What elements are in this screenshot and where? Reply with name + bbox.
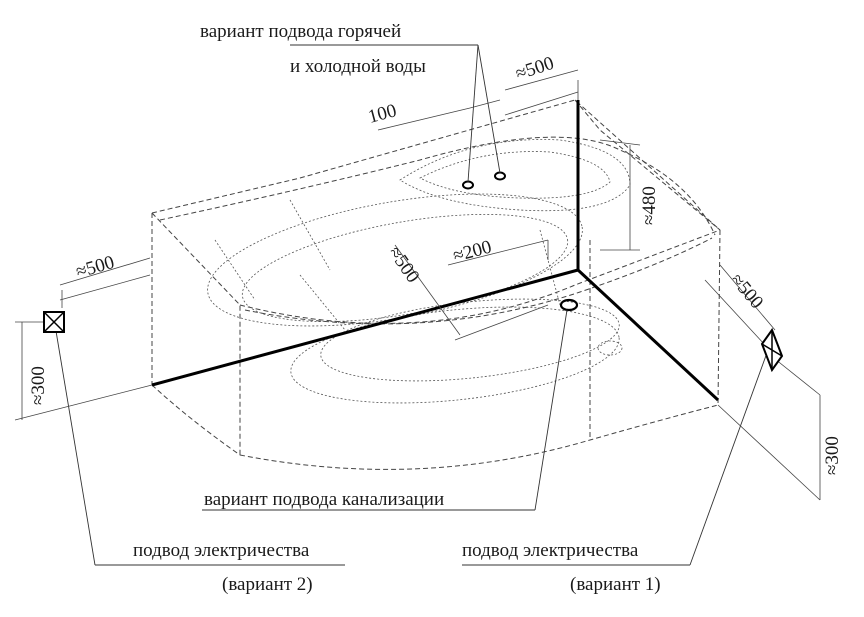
dim-right-500: ≈500 (726, 270, 767, 313)
dim-left-300: ≈300 (28, 366, 49, 405)
dim-height-480: ≈480 (639, 186, 660, 225)
electric-box-v1-icon (760, 327, 784, 373)
label-electric-v1-line1: подвод электричества (462, 540, 639, 561)
corner-axes (151, 100, 720, 402)
label-electric-v2-line1: подвод электричества (133, 540, 310, 561)
label-electric-v2-line2: (вариант 2) (222, 574, 313, 595)
dim-left-500: ≈500 (74, 252, 117, 283)
electric-box-v2-icon (43, 311, 65, 333)
leader-lines (54, 44, 769, 566)
water-inlets (462, 171, 506, 190)
dimension-lines (14, 69, 821, 501)
label-electric-v1-line2: (вариант 1) (570, 574, 661, 595)
dim-right-300: ≈300 (822, 436, 843, 475)
dim-mid-200: ≈200 (451, 236, 494, 266)
dim-top-100: 100 (366, 100, 399, 128)
label-sewer: вариант подвода канализации (204, 489, 444, 510)
drain-outlet-icon (559, 298, 579, 312)
dim-top-500: ≈500 (513, 53, 557, 85)
cold-water-inlet-icon (494, 171, 506, 181)
label-hot-cold-line2: и холодной воды (290, 56, 426, 77)
bathtub-outline (151, 99, 721, 470)
hot-water-inlet-icon (462, 180, 474, 190)
dim-mid-500: ≈500 (384, 243, 424, 287)
label-hot-cold-line1: вариант подвода горячей (200, 21, 401, 42)
